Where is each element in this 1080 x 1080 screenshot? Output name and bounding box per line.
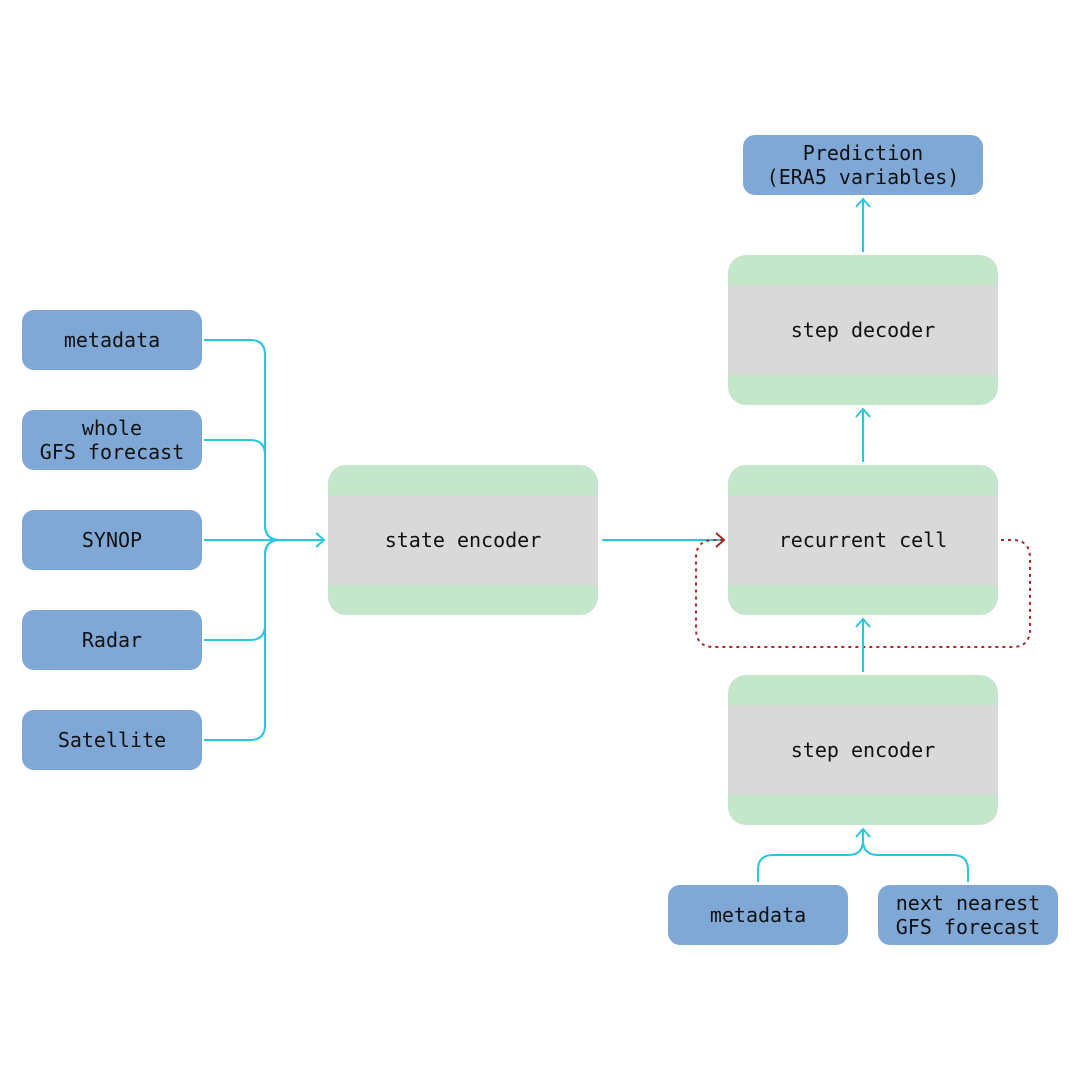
- radar-input-node: Radar: [22, 610, 202, 670]
- step-encoder-node: step encoder: [728, 675, 998, 825]
- arrowhead-recurrent-cell-bottom: [855, 617, 871, 628]
- radar-input-label: Radar: [81, 628, 143, 652]
- step-metadata-node: metadata: [668, 885, 848, 945]
- step-metadata-label: metadata: [709, 903, 807, 927]
- arrow-satellite-to-state-encoder: [204, 539, 281, 741]
- next-gfs-forecast-label: next nearest GFS forecast: [895, 891, 1041, 939]
- arrow-radar-to-state-encoder: [204, 539, 281, 641]
- synop-input-node: SYNOP: [22, 510, 202, 570]
- prediction-label: Prediction (ERA5 variables): [766, 141, 960, 189]
- arrow-gfs-to-state-encoder: [204, 439, 281, 541]
- metadata-input-label: metadata: [63, 328, 161, 352]
- gfs-forecast-input-node: whole GFS forecast: [22, 410, 202, 470]
- synop-input-label: SYNOP: [81, 528, 143, 552]
- arrowhead-step-decoder: [855, 407, 871, 418]
- arrow-gfs-next-to-step-encoder: [862, 829, 969, 882]
- step-encoder-label: step encoder: [790, 738, 936, 762]
- arrow-metadata-to-step-encoder: [757, 829, 864, 882]
- step-decoder-label: step decoder: [790, 318, 936, 342]
- arrowhead-recurrent-cell: [715, 532, 726, 548]
- arrowhead-step-encoder: [855, 827, 871, 838]
- satellite-input-label: Satellite: [57, 728, 167, 752]
- arrowhead-prediction: [855, 197, 871, 208]
- next-gfs-forecast-node: next nearest GFS forecast: [878, 885, 1058, 945]
- recurrent-cell-label: recurrent cell: [778, 528, 948, 552]
- gfs-forecast-input-label: whole GFS forecast: [39, 416, 185, 464]
- recurrent-cell-node: recurrent cell: [728, 465, 998, 615]
- state-encoder-label: state encoder: [384, 528, 542, 552]
- prediction-node: Prediction (ERA5 variables): [743, 135, 983, 195]
- satellite-input-node: Satellite: [22, 710, 202, 770]
- metadata-input-node: metadata: [22, 310, 202, 370]
- step-decoder-node: step decoder: [728, 255, 998, 405]
- state-encoder-node: state encoder: [328, 465, 598, 615]
- arrowhead-state-encoder: [315, 532, 326, 548]
